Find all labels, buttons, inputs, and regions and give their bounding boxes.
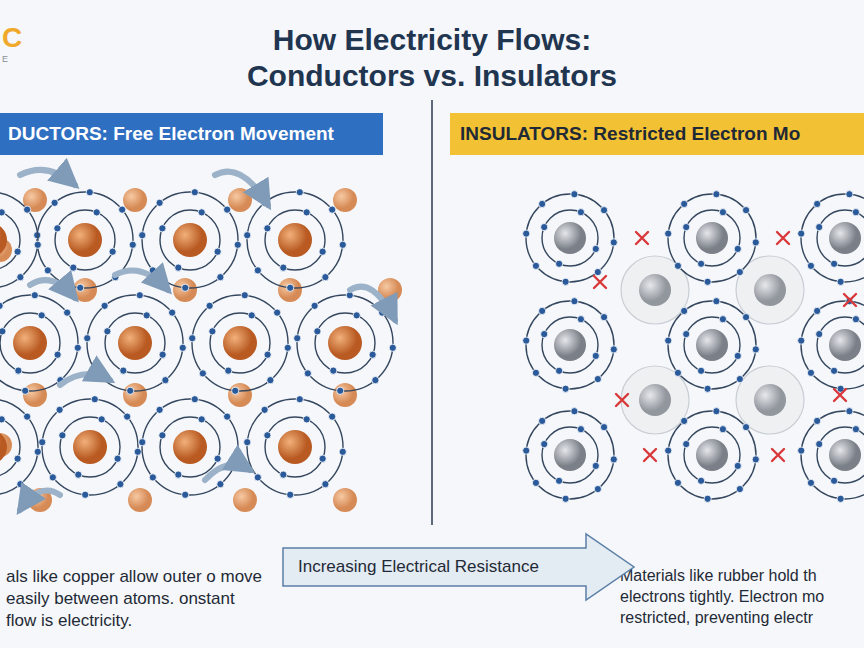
atom bbox=[0, 189, 41, 292]
blocked-mark bbox=[644, 449, 656, 461]
free-ion bbox=[278, 278, 302, 302]
atom bbox=[665, 408, 760, 503]
atom bbox=[523, 298, 618, 393]
flow-arrow bbox=[215, 172, 268, 205]
atom bbox=[0, 396, 41, 499]
blocked-mark bbox=[594, 276, 606, 288]
blocked-mark bbox=[777, 232, 789, 244]
section-header: DUCTORS: Free Electron Movement bbox=[0, 113, 383, 155]
section-header: INSULATORS: Restricted Electron Mo bbox=[450, 113, 864, 155]
caption-note: als like copper allow outer o move easil… bbox=[6, 566, 268, 632]
atom bbox=[294, 292, 397, 395]
flow-arrow bbox=[20, 490, 60, 510]
insulator-lattice bbox=[523, 191, 864, 503]
flow-arrow bbox=[20, 170, 75, 185]
free-ion bbox=[333, 488, 357, 512]
title: How Electricity Flows: Conductors vs. In… bbox=[202, 22, 662, 94]
free-ion bbox=[333, 383, 357, 407]
free-ion bbox=[123, 383, 147, 407]
arrow-label: Increasing Electrical Resistance bbox=[298, 557, 620, 577]
conductor-lattice bbox=[0, 170, 402, 512]
logo-letter: C bbox=[2, 20, 22, 56]
free-ion bbox=[333, 188, 357, 212]
flow-arrow bbox=[30, 280, 75, 298]
atom bbox=[798, 298, 864, 393]
divider-line bbox=[431, 100, 433, 525]
blocked-mark bbox=[616, 394, 628, 406]
atom bbox=[798, 191, 864, 286]
flow-arrow bbox=[205, 465, 250, 480]
free-ion bbox=[123, 188, 147, 212]
free-ion bbox=[233, 488, 257, 512]
atom bbox=[189, 292, 292, 395]
free-ion bbox=[173, 278, 197, 302]
atom bbox=[34, 189, 137, 292]
atom bbox=[139, 396, 242, 499]
logo-letter: E bbox=[2, 54, 8, 66]
free-ion bbox=[128, 488, 152, 512]
flow-arrow bbox=[115, 270, 168, 290]
caption-note: Materials like rubber hold th electrons … bbox=[620, 566, 858, 628]
atom bbox=[84, 292, 187, 395]
section-title: INSULATORS: Restricted Electron Mo bbox=[460, 123, 854, 145]
atom bbox=[523, 191, 618, 286]
blocked-mark bbox=[636, 232, 648, 244]
atom bbox=[798, 408, 864, 503]
resistance-arrow: Increasing Electrical Resistance bbox=[282, 532, 636, 602]
blocked-mark bbox=[772, 449, 784, 461]
blocked-mark bbox=[844, 294, 856, 306]
atom bbox=[523, 408, 618, 503]
free-ion bbox=[228, 383, 252, 407]
free-ion bbox=[228, 188, 252, 212]
atom bbox=[244, 396, 347, 499]
flow-arrow bbox=[60, 374, 110, 385]
atom bbox=[665, 191, 760, 286]
blocked-mark bbox=[834, 389, 846, 401]
flow-arrow bbox=[350, 287, 395, 320]
atom bbox=[244, 189, 347, 292]
atom bbox=[665, 298, 760, 393]
atom bbox=[39, 396, 142, 499]
free-ion bbox=[23, 383, 47, 407]
section-title: DUCTORS: Free Electron Movement bbox=[8, 123, 375, 145]
